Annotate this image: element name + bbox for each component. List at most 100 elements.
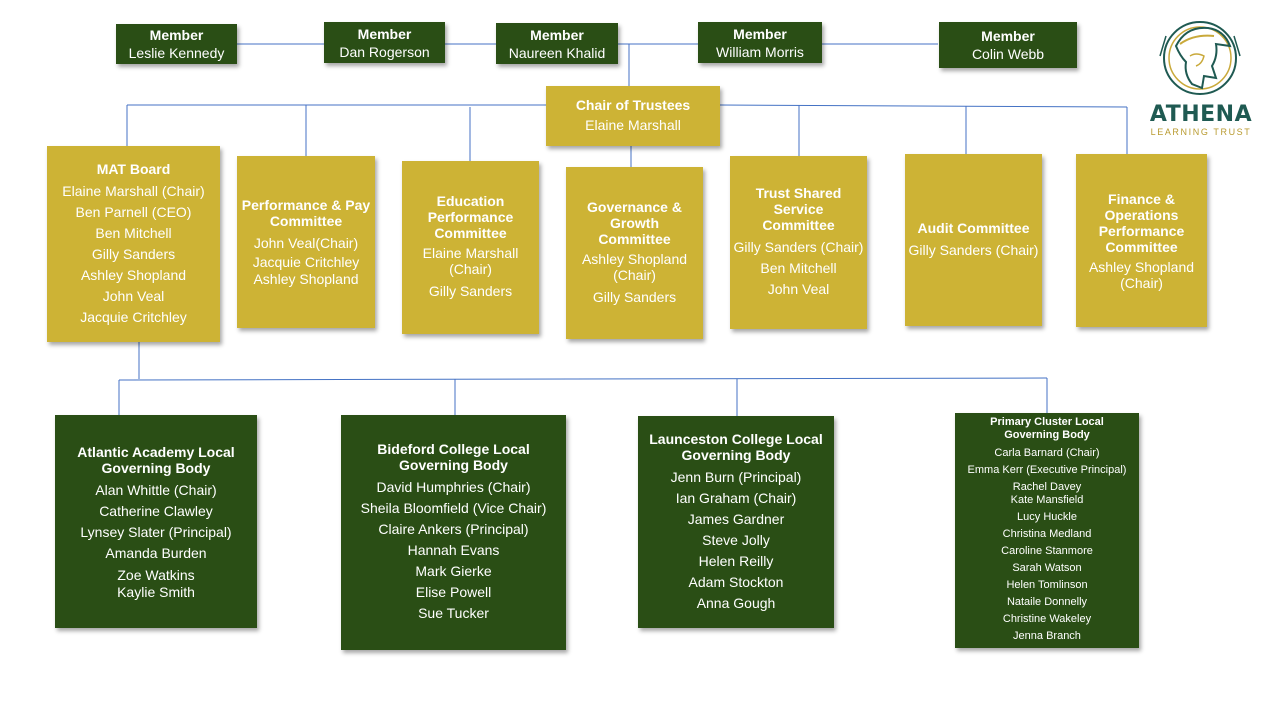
- committee-member: Ben Mitchell: [95, 224, 172, 241]
- member-name: Naureen Khalid: [508, 44, 606, 61]
- governing-body-bideford: Bideford College Local Governing Body Da…: [341, 415, 566, 650]
- chair-of-trustees-box: Chair of Trustees Elaine Marshall: [546, 86, 720, 146]
- governing-body-member: Jenna Branch: [1013, 630, 1081, 642]
- governing-body-member: Anna Gough: [696, 594, 776, 611]
- chair-title: Chair of Trustees: [575, 97, 691, 113]
- governing-body-member: Caroline Stanmore: [1001, 545, 1093, 557]
- governing-body-member: Kate Mansfield: [1010, 494, 1084, 506]
- member-title: Member: [981, 28, 1035, 44]
- committee-education-performance: Education Performance Committee Elaine M…: [402, 161, 539, 334]
- governing-body-member: Christina Medland: [1002, 528, 1092, 540]
- governing-body-member: Adam Stockton: [688, 573, 784, 590]
- committee-mat-board: MAT Board Elaine Marshall (Chair) Ben Pa…: [47, 146, 220, 342]
- committee-title: Growth: [610, 214, 659, 231]
- committee-audit: Audit Committee Gilly Sanders (Chair): [905, 154, 1042, 326]
- committee-member: Ben Mitchell: [760, 260, 837, 276]
- member-title: Member: [530, 26, 584, 43]
- governing-body-title: Governing Body: [101, 459, 211, 476]
- governing-body-member: Carla Barnard (Chair): [994, 447, 1100, 459]
- committee-member: Gilly Sanders: [91, 245, 176, 262]
- committee-member: John Veal: [767, 281, 830, 297]
- governing-body-member: Nataile Donnelly: [1006, 596, 1088, 608]
- committee-member: Ashley Shopland: [581, 250, 688, 267]
- committee-member: (Chair): [449, 261, 492, 277]
- governing-body-member: Lynsey Slater (Principal): [80, 523, 232, 540]
- governing-body-member: Catherine Clawley: [99, 502, 213, 519]
- governing-body-member: Kaylie Smith: [117, 583, 195, 600]
- governing-body-title: Bideford College Local: [377, 441, 530, 457]
- governing-body-member: Lucy Huckle: [1017, 511, 1077, 523]
- committee-title: Committee: [598, 230, 671, 247]
- governing-body-member: Zoe Watkins: [117, 566, 195, 583]
- governing-body-title: Launceston College Local: [649, 430, 823, 447]
- governing-body-member: Elise Powell: [415, 584, 492, 600]
- governing-body-member: Ian Graham (Chair): [675, 489, 797, 506]
- governing-body-member: Rachel Davey: [1012, 481, 1082, 493]
- committee-member: Ben Parnell (CEO): [75, 203, 192, 220]
- member-name: William Morris: [716, 43, 804, 60]
- committee-title: Finance &: [1108, 190, 1175, 207]
- governing-body-launceston: Launceston College Local Governing Body …: [638, 416, 834, 628]
- committee-member: John Veal(Chair): [253, 235, 359, 251]
- member-box-4: Member William Morris: [698, 22, 822, 63]
- committee-member: Ashley Shopland: [80, 266, 187, 283]
- governing-body-member: Jenn Burn (Principal): [670, 468, 802, 485]
- governing-body-member: Emma Kerr (Executive Principal): [967, 464, 1127, 476]
- member-box-5: Member Colin Webb: [939, 22, 1077, 68]
- governing-body-atlantic: Atlantic Academy Local Governing Body Al…: [55, 415, 257, 628]
- committee-title: Performance: [427, 209, 514, 225]
- member-title: Member: [357, 25, 412, 42]
- committee-title: Performance & Pay: [241, 197, 371, 213]
- governing-body-member: Steve Jolly: [702, 531, 770, 548]
- committee-member: John Veal: [102, 287, 165, 304]
- chair-name: Elaine Marshall: [585, 117, 681, 133]
- governing-body-title: Primary Cluster Local: [990, 416, 1104, 428]
- governing-body-member: Helen Reilly: [698, 552, 774, 569]
- governing-body-member: David Humphries (Chair): [376, 479, 531, 495]
- committee-member: Gilly Sanders (Chair): [908, 241, 1039, 258]
- governing-body-member: James Gardner: [687, 510, 785, 527]
- athena-helmet-icon: [1159, 21, 1241, 95]
- committee-member: Ashley Shopland: [1088, 258, 1195, 275]
- committee-member: Gilly Sanders: [428, 283, 513, 299]
- member-name: Dan Rogerson: [339, 43, 430, 60]
- committee-member: Jacquie Critchley: [252, 254, 360, 270]
- governing-body-member: Mark Gierke: [415, 563, 492, 579]
- committee-title: Audit Committee: [917, 219, 1030, 236]
- committee-title: Committee: [762, 217, 835, 233]
- member-title: Member: [733, 25, 787, 42]
- governing-body-member: Sue Tucker: [418, 605, 489, 621]
- committee-title: Service: [773, 201, 824, 217]
- committee-title: Committee: [269, 213, 343, 229]
- governing-body-member: Christine Wakeley: [1002, 613, 1092, 625]
- committee-member: Jacquie Critchley: [80, 308, 187, 325]
- committee-member: Ashley Shopland: [253, 271, 359, 287]
- logo-brand-text: ATHENA: [1149, 102, 1253, 127]
- committee-finance-operations: Finance & Operations Performance Committ…: [1076, 154, 1207, 327]
- governing-body-primary-cluster: Primary Cluster Local Governing Body Car…: [955, 413, 1139, 648]
- member-box-2: Member Dan Rogerson: [324, 22, 445, 63]
- governing-body-title: Atlantic Academy Local: [77, 443, 235, 460]
- committee-title: MAT Board: [96, 160, 171, 177]
- committee-trust-shared-service: Trust Shared Service Committee Gilly San…: [730, 156, 867, 329]
- committee-member: Gilly Sanders: [592, 288, 677, 305]
- member-box-3: Member Naureen Khalid: [496, 23, 618, 64]
- committee-title: Trust Shared: [755, 185, 842, 201]
- committee-title: Education: [436, 193, 505, 209]
- member-title: Member: [149, 27, 204, 43]
- committee-member: (Chair): [613, 266, 656, 283]
- logo-tagline: LEARNING TRUST: [1150, 127, 1252, 137]
- member-name: Leslie Kennedy: [128, 45, 225, 61]
- committee-governance-growth: Governance & Growth Committee Ashley Sho…: [566, 167, 703, 339]
- governing-body-member: Claire Ankers (Principal): [378, 521, 529, 537]
- committee-title: Performance: [1098, 222, 1185, 239]
- committee-member: Elaine Marshall: [422, 245, 519, 261]
- committee-member: Gilly Sanders (Chair): [733, 239, 864, 255]
- committee-title: Governance &: [587, 198, 682, 215]
- governing-body-member: Hannah Evans: [407, 542, 500, 558]
- committee-performance-pay: Performance & Pay Committee John Veal(Ch…: [237, 156, 375, 328]
- committee-member: (Chair): [1120, 274, 1163, 291]
- committee-member: Elaine Marshall (Chair): [62, 182, 205, 199]
- member-box-1: Member Leslie Kennedy: [116, 24, 237, 64]
- athena-logo: ATHENA LEARNING TRUST: [1146, 16, 1256, 141]
